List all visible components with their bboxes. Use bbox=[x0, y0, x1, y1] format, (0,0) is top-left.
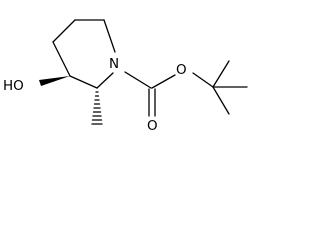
piperidine-ring bbox=[52, 19, 116, 89]
bond-tbu-methyl-bottom bbox=[212, 86, 230, 115]
bond-c2-c3 bbox=[69, 75, 98, 89]
bond-n-carbonyl bbox=[124, 71, 152, 89]
molecule-canvas: HO N O O bbox=[0, 0, 263, 132]
molecule-structure: HO N O O bbox=[3, 19, 248, 132]
bond-ester-o-quaternary-c bbox=[192, 72, 214, 88]
hashed-wedge-methyl bbox=[91, 91, 103, 125]
carbonyl-oxygen-label: O bbox=[147, 118, 158, 132]
bond-n-c2 bbox=[96, 72, 114, 89]
ester-oxygen-label: O bbox=[176, 62, 187, 78]
boc-group bbox=[124, 60, 248, 117]
bond-c4-c5 bbox=[52, 19, 76, 43]
wedge-bond-hydroxyl bbox=[39, 76, 70, 86]
bond-tbu-methyl-top bbox=[212, 60, 230, 88]
bond-c3-c4 bbox=[52, 41, 71, 77]
bond-carbonyl-ester-o bbox=[151, 74, 176, 89]
hydroxyl-label: HO bbox=[3, 78, 24, 94]
ring-nitrogen-label: N bbox=[109, 56, 119, 72]
bond-c6-n bbox=[103, 19, 116, 53]
